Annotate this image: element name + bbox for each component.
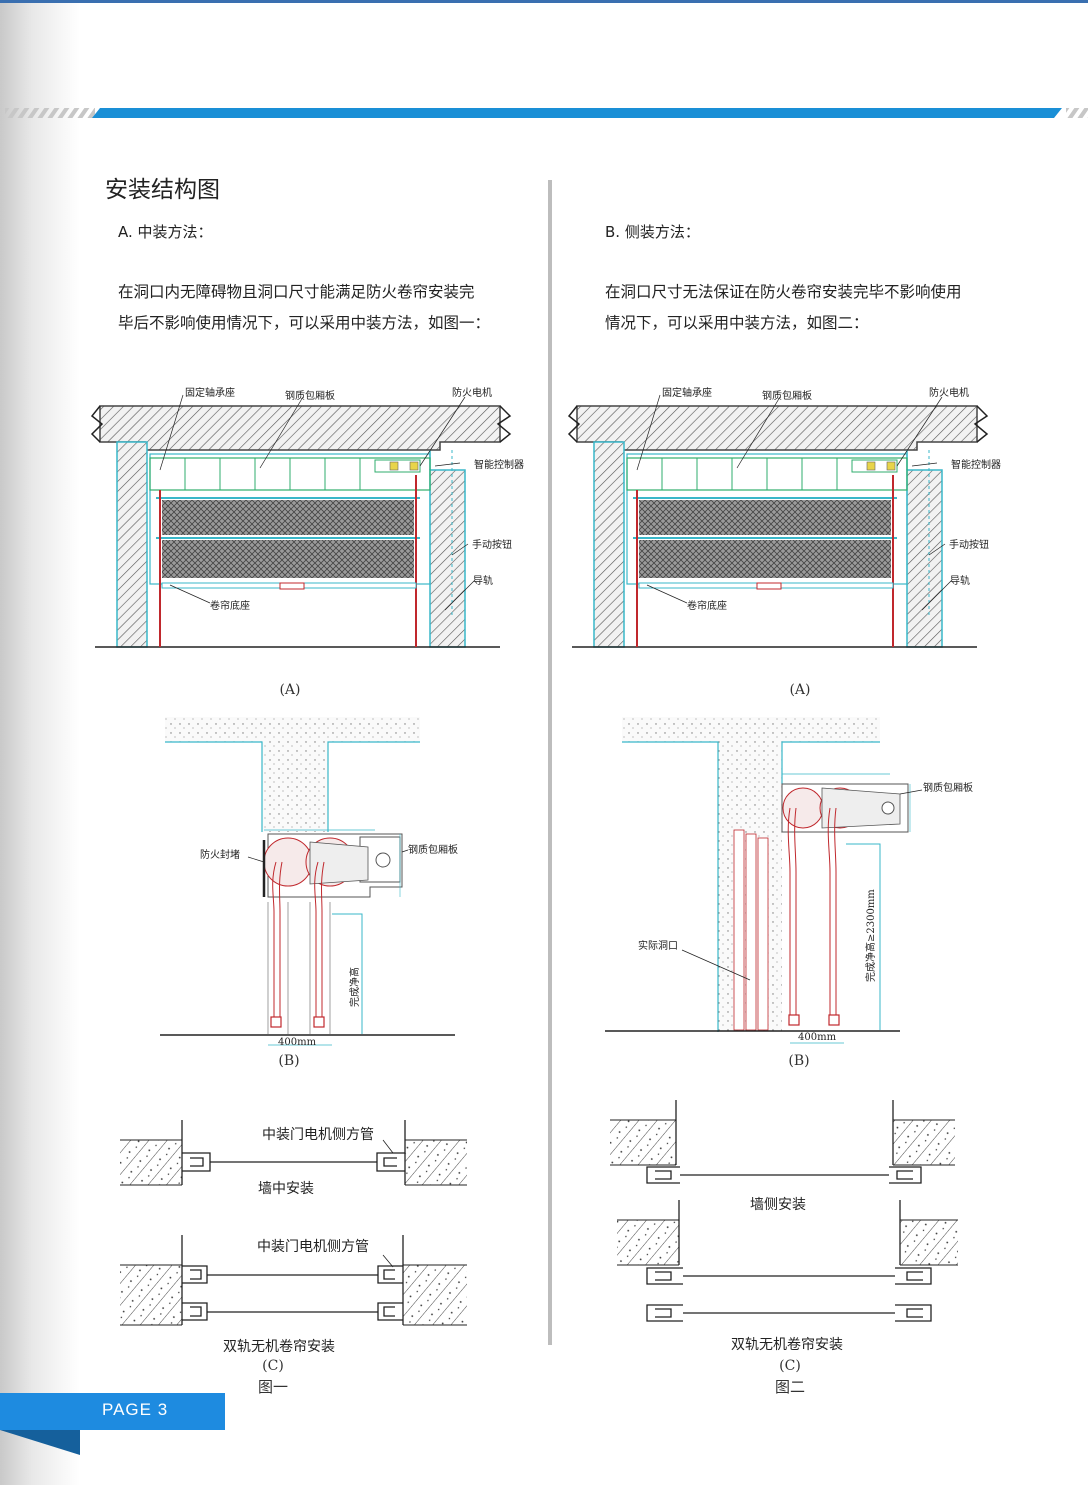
right-caption-b: (B) [788,1053,810,1069]
left-figure-label: 图一 [257,1378,288,1396]
right-paragraph: 在洞口尺寸无法保证在防火卷帘安装完毕不影响使用 情况下，可以采用中装方法，如图二… [605,277,1025,339]
left-paragraph: 在洞口内无障碍物且洞口尺寸能满足防火卷帘安装完 毕后不影响使用情况下，可以采用中… [118,277,538,339]
right-a-label-motor: 防火电机 [929,386,969,399]
right-a-label-base: 卷帘底座 [687,599,727,612]
right-a-label-bearing: 固定轴承座 [662,386,712,399]
left-a-label-base: 卷帘底座 [210,599,250,612]
right-diagram-a: 固定轴承座 钢质包厢板 防火电机 智能控制器 手动按钮 导轨 卷帘底座 [567,386,1001,648]
right-para-line-1: 在洞口尺寸无法保证在防火卷帘安装完毕不影响使用 [605,283,962,301]
left-c-label-tube1: 中装门电机侧方管 [262,1127,374,1143]
top-border-line [0,0,1088,3]
left-heading: A. 中装方法： [118,223,213,241]
left-diagram-c: 中装门电机侧方管 墙中安装 中装门电机侧方管 双轨无机卷帘安装 [120,1120,467,1355]
page-tab-fold [0,1430,80,1455]
left-b-label-width: 400mm [278,1037,317,1048]
right-caption-c: (C) [779,1358,801,1374]
right-c-label-mount2: 双轨无机卷帘安装 [731,1337,843,1353]
left-diagram-a: 固定轴承座 钢质包厢板 防火电机 智能控制器 手动按钮 导轨 卷帘底座 [90,386,524,648]
right-a-label-steel-box: 钢质包厢板 [762,389,812,402]
page-title: 安装结构图 [105,177,220,203]
left-a-label-manual: 手动按钮 [472,538,512,551]
left-b-label-steel-box: 钢质包厢板 [408,843,458,856]
right-b-label-opening: 实际洞口 [638,939,678,952]
left-a-label-controller: 智能控制器 [474,458,524,471]
left-a-label-bearing: 固定轴承座 [185,386,235,399]
column-divider [548,180,552,1345]
book-spine-shadow [0,0,80,1485]
left-a-label-rail: 导轨 [473,574,493,587]
left-a-label-steel-box: 钢质包厢板 [285,389,335,402]
page-number-label: PAGE 3 [102,1400,169,1419]
left-caption-b: (B) [278,1053,300,1069]
left-c-label-tube2: 中装门电机侧方管 [257,1239,369,1255]
right-b-label-steel-box: 钢质包厢板 [923,781,973,794]
right-para-line-2: 情况下，可以采用中装方法，如图二： [605,314,869,332]
left-c-label-mount1: 墙中安装 [258,1181,314,1197]
right-b-label-clear-height: 完成净高≥2300mm [864,889,877,982]
left-b-label-seal: 防火封堵 [200,848,240,861]
right-figure-label: 图二 [774,1378,805,1396]
right-a-label-manual: 手动按钮 [949,538,989,551]
right-c-label-mount1: 墙侧安装 [750,1197,806,1213]
page-number-tab: PAGE 3 [0,1393,225,1430]
right-a-label-rail: 导轨 [950,574,970,587]
header-stripe [5,108,1088,118]
right-diagram-c: 墙侧安装 双轨无机卷帘安装 [610,1100,958,1353]
right-b-label-width: 400mm [798,1032,837,1043]
left-b-label-clear-height: 完成净高 [348,967,361,1007]
right-heading: B. 侧装方法： [605,223,700,241]
left-c-label-mount2: 双轨无机卷帘安装 [223,1339,335,1355]
left-caption-c: (C) [262,1358,284,1374]
left-para-line-2: 毕后不影响使用情况下，可以采用中装方法，如图一： [118,314,491,332]
left-caption-a: (A) [279,682,301,698]
left-para-line-1: 在洞口内无障碍物且洞口尺寸能满足防火卷帘安装完 [118,283,475,301]
left-diagram-b: 防火封堵 钢质包厢板 完成净高 400mm [160,717,458,1048]
right-a-label-controller: 智能控制器 [951,458,1001,471]
right-caption-a: (A) [789,682,811,698]
left-a-label-motor: 防火电机 [452,386,492,399]
right-diagram-b: 钢质包厢板 实际洞口 完成净高≥2300mm 400mm [605,717,973,1044]
